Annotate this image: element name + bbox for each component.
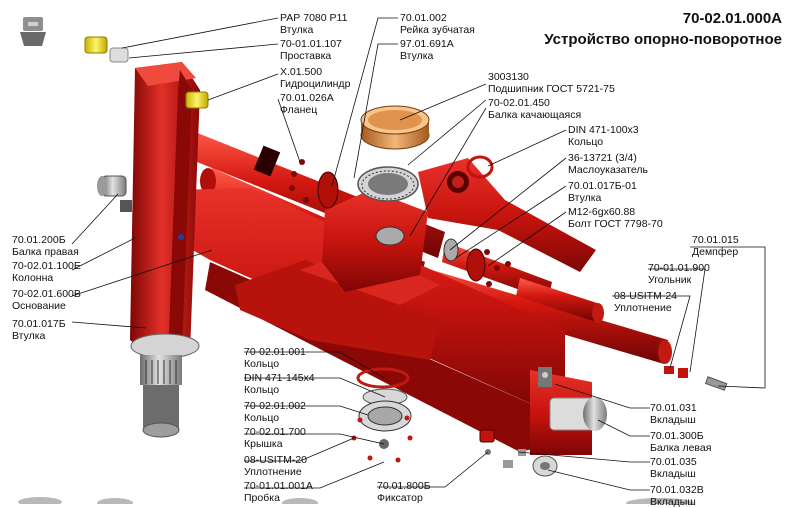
o-ring bbox=[466, 155, 494, 179]
drawing-title: Устройство опорно-поворотное bbox=[544, 31, 782, 48]
central-housing bbox=[322, 166, 428, 292]
part-drawings bbox=[18, 36, 728, 504]
yellow-bushings bbox=[84, 36, 209, 109]
left-fitting bbox=[97, 175, 132, 212]
column bbox=[130, 62, 200, 438]
app-logo-icon[interactable] bbox=[16, 14, 50, 50]
leader-lines bbox=[71, 17, 766, 491]
bronze-bushing bbox=[360, 105, 430, 150]
bottom-decorations bbox=[18, 497, 694, 504]
drawing-code: 70-02.01.000А bbox=[682, 10, 782, 27]
blue-indicator bbox=[178, 234, 184, 240]
swing-beam bbox=[418, 158, 596, 272]
callout-label: 36-13721 (3/4)Маслоуказатель bbox=[568, 152, 648, 176]
